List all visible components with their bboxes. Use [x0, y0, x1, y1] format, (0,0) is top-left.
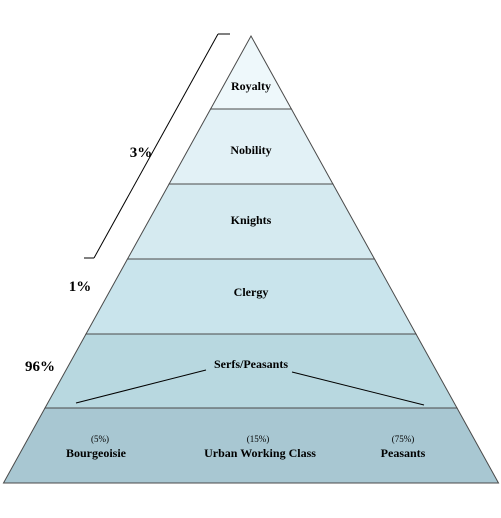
label-clergy: Clergy: [234, 285, 269, 299]
label-serfs-peasants: Serfs/Peasants: [214, 357, 288, 371]
group-pct-1: 1%: [69, 279, 92, 295]
layer-bottom-classes: [2, 407, 500, 484]
bracket-3-percent: [93, 33, 219, 259]
layer-royalty: [209, 34, 293, 110]
connector-line-left: [75, 369, 207, 404]
label-peasants: Peasants: [381, 446, 426, 460]
label-knights: Knights: [231, 213, 272, 227]
label-royalty: Royalty: [231, 79, 271, 93]
pct-urban-working-class: (15%): [247, 434, 270, 444]
group-pct-96: 96%: [25, 359, 55, 375]
label-nobility: Nobility: [230, 143, 271, 157]
layer-serfs-peasants: [44, 333, 458, 409]
group-pct-3: 3%: [130, 145, 153, 161]
connector-line-right: [291, 371, 425, 406]
label-bourgeoisie: Bourgeoisie: [66, 446, 127, 460]
pct-bourgeoisie: (5%): [91, 434, 109, 444]
label-urban-working-class: Urban Working Class: [204, 446, 316, 460]
pct-peasants: (75%): [392, 434, 415, 444]
